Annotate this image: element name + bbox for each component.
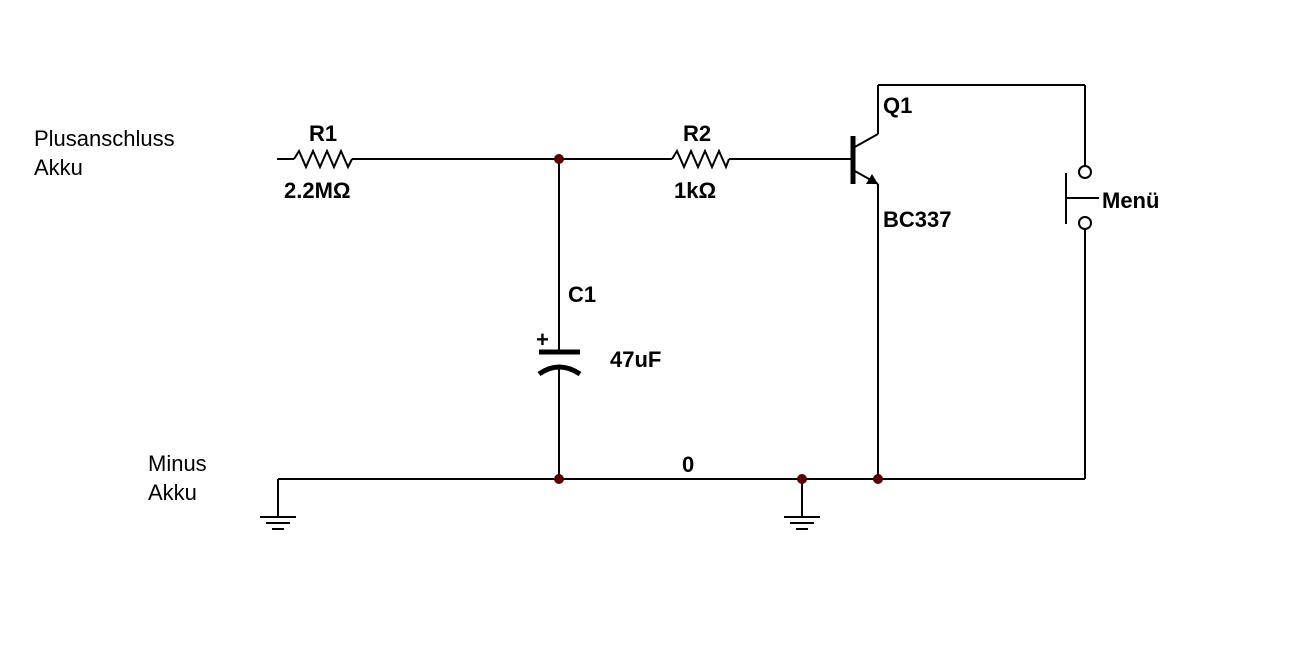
r1-resistor [293, 148, 353, 170]
c1-capacitor [537, 349, 582, 377]
ground-symbol-center [784, 516, 820, 530]
c1-polarity-label: + [536, 327, 549, 352]
junction-dot [797, 474, 807, 484]
minus-terminal-sublabel: Akku [148, 480, 197, 505]
r1-value-label: 2.2MΩ [284, 178, 351, 203]
ground-symbol-left [260, 516, 296, 530]
minus-terminal-label: Minus [148, 451, 207, 476]
menu-push-button [1065, 165, 1099, 479]
bottom-rail [277, 478, 1085, 516]
r1-name-label: R1 [309, 121, 337, 146]
junction-dot [873, 474, 883, 484]
ground-net-label: 0 [682, 452, 694, 477]
junction-dot [554, 154, 564, 164]
c1-name-label: C1 [568, 282, 596, 307]
collector-wire [877, 84, 1086, 166]
junction-dot [554, 474, 564, 484]
plus-terminal-sublabel: Akku [34, 155, 83, 180]
r2-resistor [671, 148, 730, 170]
q1-transistor [850, 133, 879, 185]
plus-terminal-label: Plusanschluss [34, 126, 175, 151]
r2-name-label: R2 [683, 121, 711, 146]
q1-type-label: BC337 [883, 207, 951, 232]
c1-value-label: 47uF [610, 347, 661, 372]
switch-label: Menü [1102, 188, 1159, 213]
q1-name-label: Q1 [883, 93, 912, 118]
r2-value-label: 1kΩ [674, 178, 716, 203]
